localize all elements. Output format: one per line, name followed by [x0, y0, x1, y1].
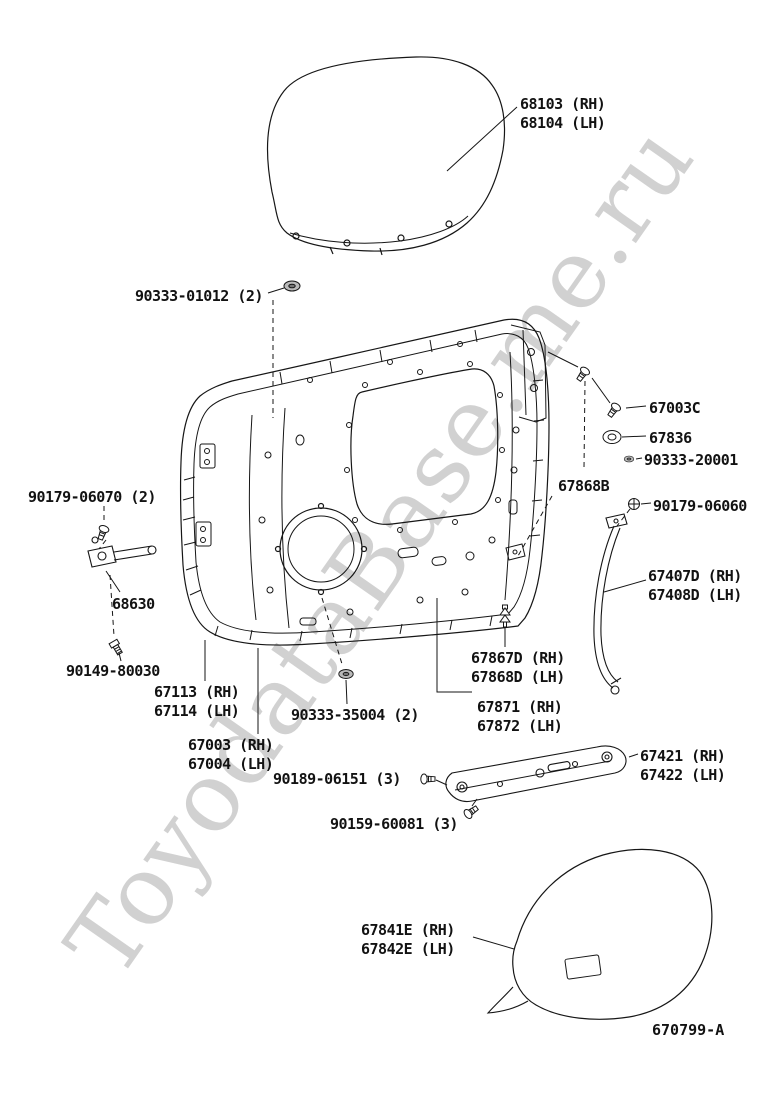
part-label-90333-20001: 90333-20001 — [644, 451, 738, 469]
door-check-drawing — [87, 536, 157, 568]
screw-icon — [95, 523, 111, 542]
part-label-67871: 67871 (RH) 67872 (LH) — [477, 698, 563, 735]
dashed-assembly-lines — [98, 300, 631, 665]
part-label-90159-60081: 90159-60081 (3) — [330, 815, 458, 833]
rear-sash-drawing — [593, 513, 628, 695]
part-label-90179-06060: 90179-06060 — [653, 497, 747, 515]
part-label-67407d: 67407D (RH) 67408D (LH) — [648, 567, 742, 604]
bolt-icon — [462, 803, 481, 821]
bolt-icon — [574, 365, 592, 384]
regulator-rail-drawing — [445, 745, 627, 803]
part-label-90333-01012: 90333-01012 (2) — [135, 287, 263, 305]
part-label-68103: 68103 (RH) 68104 (LH) — [520, 95, 606, 132]
grommet-icon — [338, 669, 354, 679]
bolt-icon — [108, 638, 125, 657]
part-label-68630: 68630 — [112, 595, 155, 613]
service-hole-cover-drawing — [486, 848, 713, 1020]
part-label-67836: 67836 — [649, 429, 692, 447]
part-label-67421: 67421 (RH) 67422 (LH) — [640, 747, 726, 784]
part-label-67113: 67113 (RH) 67114 (LH) — [154, 683, 240, 720]
grommet-icon — [623, 455, 635, 463]
door-inner-panel-drawing — [180, 318, 550, 646]
part-label-90149-80030: 90149-80030 — [66, 662, 160, 680]
part-label-67867d: 67867D (RH) 67868D (LH) — [471, 649, 565, 686]
part-label-90333-35004: 90333-35004 (2) — [291, 706, 419, 724]
hardware-glyphs — [95, 280, 640, 821]
part-label-67003c: 67003C — [649, 399, 701, 417]
diagram-code: 670799-A — [652, 1021, 725, 1039]
bolt-icon — [605, 401, 623, 420]
screw-icon — [628, 498, 640, 510]
part-label-67841e: 67841E (RH) 67842E (LH) — [361, 921, 455, 958]
door-glass-drawing — [266, 56, 506, 256]
part-label-90179-06070: 90179-06070 (2) — [28, 488, 156, 506]
leader-lines — [105, 106, 652, 950]
part-label-67868b: 67868B — [558, 477, 610, 495]
ring-icon — [602, 430, 622, 444]
grommet-icon — [283, 280, 301, 292]
clip-icon — [499, 604, 511, 628]
part-label-67003: 67003 (RH) 67004 (LH) — [188, 736, 274, 773]
bolt-icon — [420, 773, 436, 785]
part-label-90189-06151: 90189-06151 (3) — [273, 770, 401, 788]
